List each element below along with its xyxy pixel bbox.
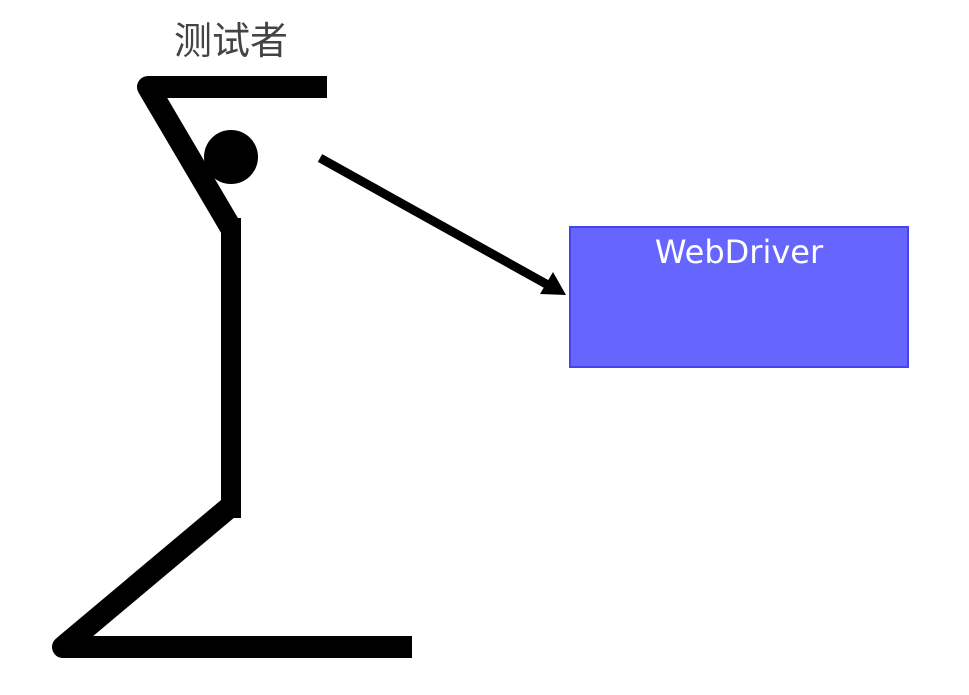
actor-head [204, 130, 258, 184]
arrowhead-icon [540, 272, 566, 295]
component-rect [569, 226, 909, 368]
actor-arm [137, 76, 327, 234]
actor-leg [52, 497, 412, 658]
connector-line [317, 154, 551, 289]
component-box: WebDriver [569, 226, 909, 368]
actor-label: 测试者 [174, 19, 288, 63]
connector-arrow [317, 154, 566, 295]
actor-figure [52, 76, 412, 658]
component-label: WebDriver [655, 233, 824, 271]
